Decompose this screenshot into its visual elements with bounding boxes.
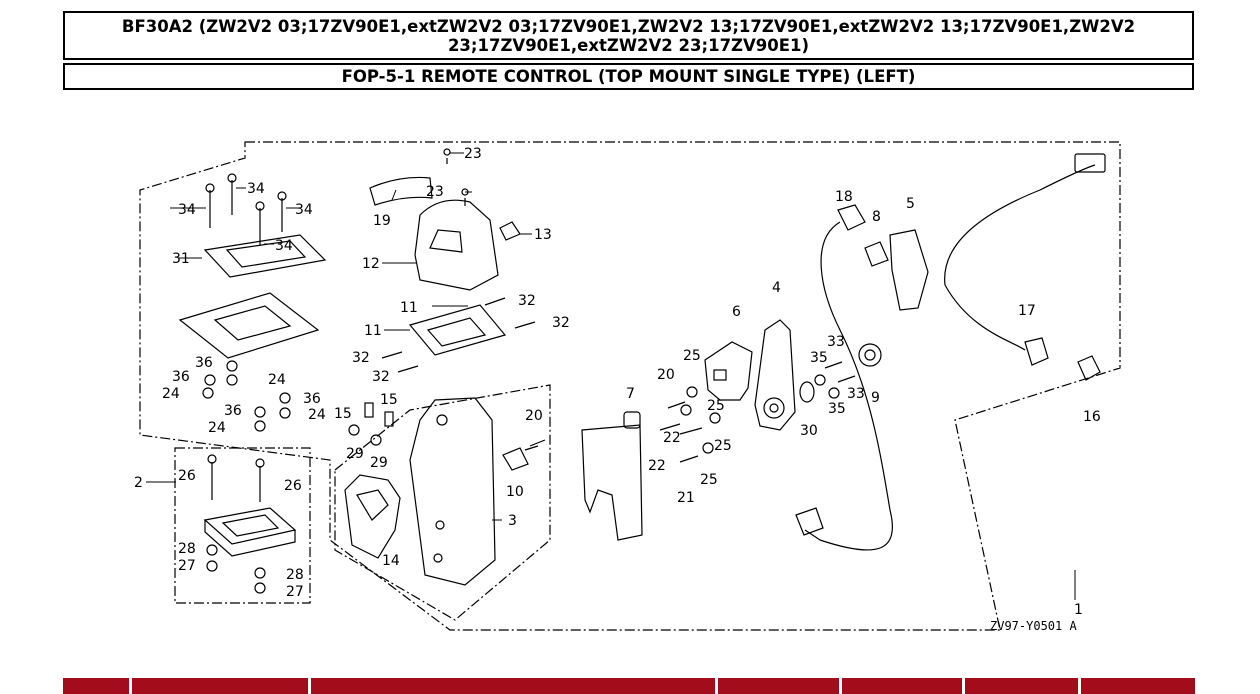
diagram-reference-code: ZV97-Y0501 A — [990, 619, 1077, 633]
callout-29: 29 — [370, 455, 388, 471]
callout-34: 34 — [247, 181, 265, 197]
table-header-cell — [842, 678, 962, 694]
callout-12: 12 — [362, 256, 380, 272]
callout-20: 20 — [657, 367, 675, 383]
callout-11: 11 — [364, 323, 382, 339]
callout-33: 33 — [827, 334, 845, 350]
callout-8: 8 — [872, 209, 881, 225]
callout-4: 4 — [772, 280, 781, 296]
table-header-cell — [965, 678, 1078, 694]
callout-11: 11 — [400, 300, 418, 316]
callout-28: 28 — [286, 567, 304, 583]
callout-36: 36 — [224, 403, 242, 419]
callout-24: 24 — [268, 372, 286, 388]
callout-32: 32 — [552, 315, 570, 331]
callout-32: 32 — [352, 350, 370, 366]
callout-10: 10 — [506, 484, 524, 500]
callout-31: 31 — [172, 251, 190, 267]
callout-9: 9 — [871, 390, 880, 406]
callout-16: 16 — [1083, 409, 1101, 425]
callout-23: 23 — [464, 146, 482, 162]
callout-23: 23 — [426, 184, 444, 200]
table-header-cell — [1081, 678, 1195, 694]
callout-17: 17 — [1018, 303, 1036, 319]
callout-35: 35 — [810, 350, 828, 366]
table-header-cell — [718, 678, 839, 694]
callout-24: 24 — [208, 420, 226, 436]
callout-25: 25 — [683, 348, 701, 364]
callout-22: 22 — [648, 458, 666, 474]
table-header-cell — [132, 678, 308, 694]
callout-25: 25 — [700, 472, 718, 488]
table-header-cell — [63, 678, 129, 694]
table-header-cell — [311, 678, 715, 694]
model-header: BF30A2 (ZW2V2 03;17ZV90E1,extZW2V2 03;17… — [63, 11, 1194, 60]
callout-34: 34 — [275, 238, 293, 254]
parts-diagram: 34 34 34 34 31 36 36 24 24 36 36 24 24 2… — [134, 141, 1121, 633]
callout-34: 34 — [178, 202, 196, 218]
callout-28: 28 — [178, 541, 196, 557]
callout-33: 33 — [847, 386, 865, 402]
callout-1: 1 — [1074, 602, 1083, 618]
callout-34: 34 — [295, 202, 313, 218]
callout-25: 25 — [714, 438, 732, 454]
callout-36: 36 — [195, 355, 213, 371]
callout-32: 32 — [518, 293, 536, 309]
callout-5: 5 — [906, 196, 915, 212]
callout-22: 22 — [663, 430, 681, 446]
callout-13: 13 — [534, 227, 552, 243]
callout-19: 19 — [373, 213, 391, 229]
callout-27: 27 — [178, 558, 196, 574]
section-header: FOP-5-1 REMOTE CONTROL (TOP MOUNT SINGLE… — [63, 63, 1194, 90]
callout-layer: 34 34 34 34 31 36 36 24 24 36 36 24 24 2… — [134, 146, 1101, 633]
callout-15: 15 — [334, 406, 352, 422]
callout-3: 3 — [508, 513, 517, 529]
callout-30: 30 — [800, 423, 818, 439]
callout-32: 32 — [372, 369, 390, 385]
callout-20: 20 — [525, 408, 543, 424]
callout-36: 36 — [303, 391, 321, 407]
callout-24: 24 — [162, 386, 180, 402]
callout-2: 2 — [134, 475, 143, 491]
callout-21: 21 — [677, 490, 695, 506]
callout-25: 25 — [707, 398, 725, 414]
callout-18: 18 — [835, 189, 853, 205]
parts-table-header — [0, 678, 1260, 694]
callout-7: 7 — [626, 386, 635, 402]
callout-29: 29 — [346, 446, 364, 462]
callout-14: 14 — [382, 553, 400, 569]
callout-6: 6 — [732, 304, 741, 320]
callout-24: 24 — [308, 407, 326, 423]
callout-27: 27 — [286, 584, 304, 600]
callout-36: 36 — [172, 369, 190, 385]
section-title: FOP-5-1 REMOTE CONTROL (TOP MOUNT SINGLE… — [341, 67, 916, 86]
callout-26: 26 — [284, 478, 302, 494]
callout-15: 15 — [380, 392, 398, 408]
callout-26: 26 — [178, 468, 196, 484]
callout-35: 35 — [828, 401, 846, 417]
model-line: BF30A2 (ZW2V2 03;17ZV90E1,extZW2V2 03;17… — [121, 17, 1136, 55]
